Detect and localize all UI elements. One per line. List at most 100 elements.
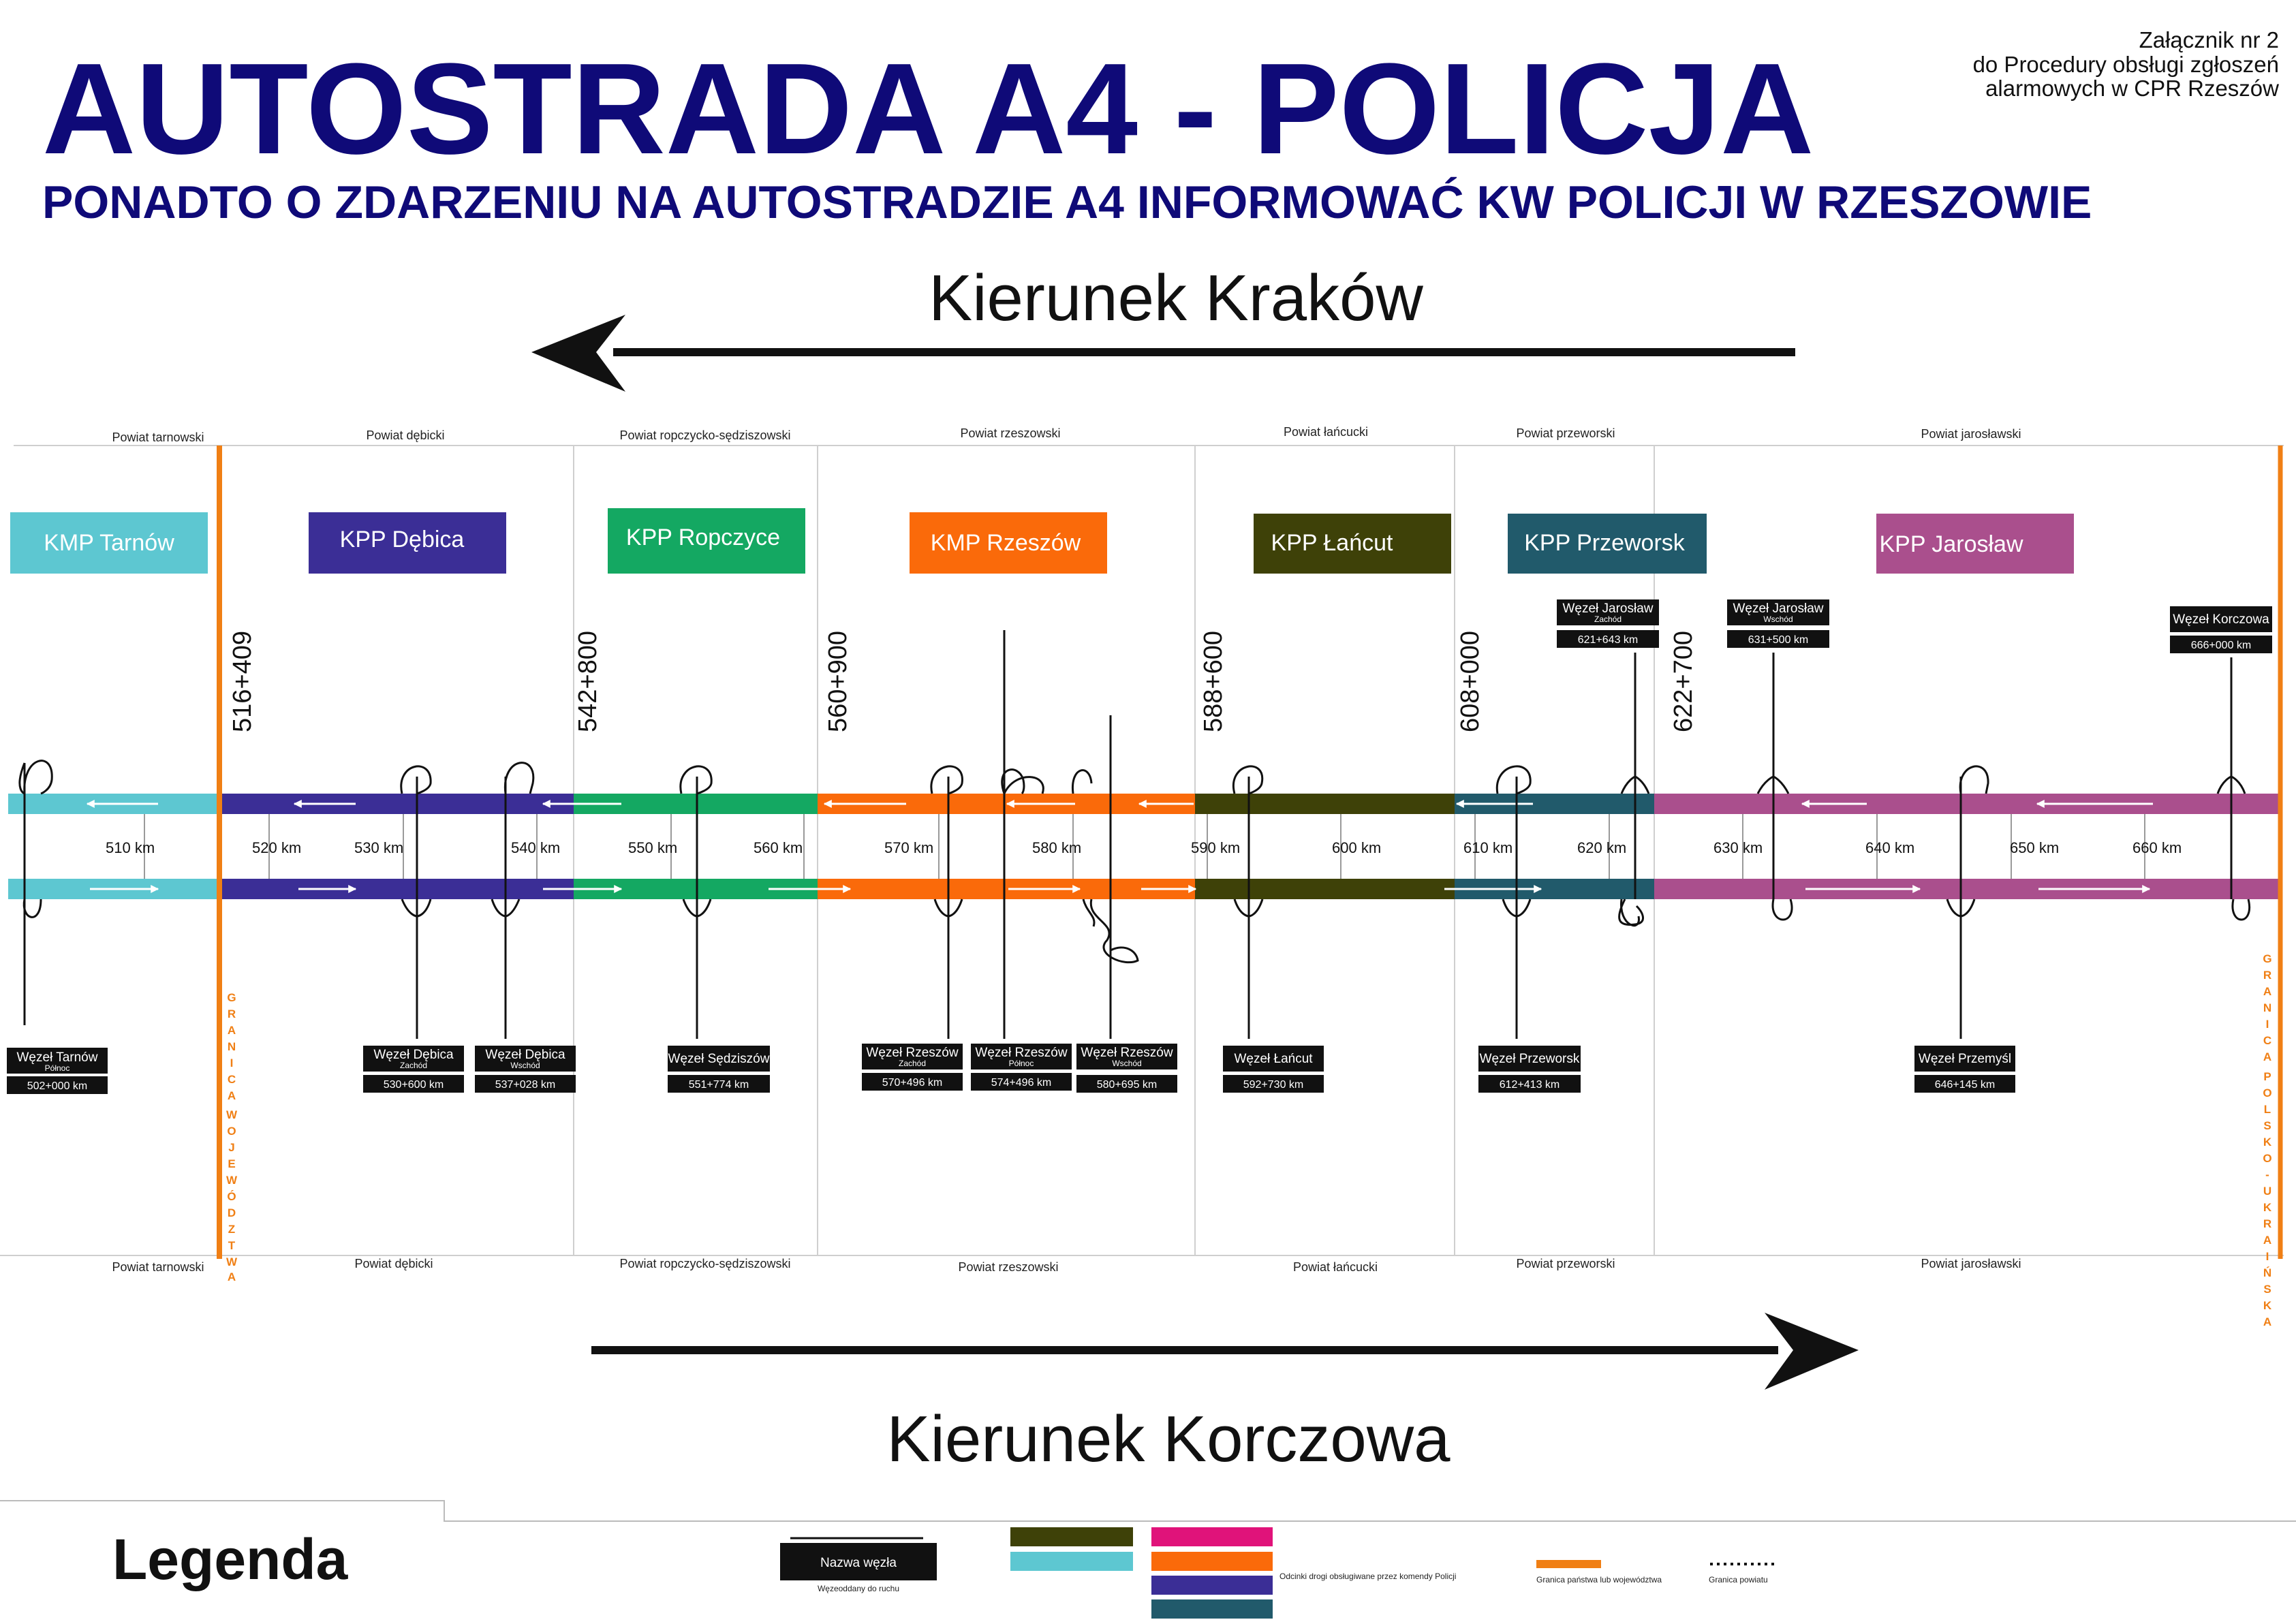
svg-text:Ń: Ń xyxy=(2263,1266,2271,1279)
legend-title: Legenda xyxy=(112,1527,349,1591)
svg-text:631+500 km: 631+500 km xyxy=(1748,634,1809,646)
unit-box-przeworsk: KPP Przeworsk xyxy=(1508,514,1707,574)
svg-text:L: L xyxy=(2264,1103,2271,1116)
boundary-560-900: 560+900 xyxy=(824,631,852,732)
svg-text:G: G xyxy=(2263,952,2271,965)
svg-text:Węzeł Korczowa: Węzeł Korczowa xyxy=(2173,612,2269,627)
svg-text:N: N xyxy=(228,1040,236,1053)
km-marker-630: 630 km xyxy=(1713,839,1763,856)
county-label-debicki-bottom: Powiat dębicki xyxy=(354,1257,433,1270)
county-label-lancucki: Powiat łańcucki xyxy=(1284,425,1368,439)
svg-text:J: J xyxy=(228,1141,234,1154)
node-jaroslaw-zachod: Węzeł Jarosław Zachód 621+643 km xyxy=(1557,599,1659,648)
page-title: AUTOSTRADA A4 - POLICJA xyxy=(42,37,1814,181)
county-label-jaroslawski-bottom: Powiat jarosławski xyxy=(1921,1257,2021,1270)
svg-text:R: R xyxy=(2263,969,2271,982)
direction-west-label: Kierunek Kraków xyxy=(929,262,1423,334)
svg-text:Węzeł Przemyśl: Węzeł Przemyśl xyxy=(1919,1052,2011,1066)
svg-text:W: W xyxy=(226,1174,238,1187)
county-label-rzeszowski: Powiat rzeszowski xyxy=(960,426,1060,440)
svg-text:Węzeł Tarnów: Węzeł Tarnów xyxy=(17,1050,98,1065)
direction-east-label: Kierunek Korczowa xyxy=(886,1403,1450,1475)
node-korczowa: Węzeł Korczowa 666+000 km xyxy=(2170,606,2272,653)
node-debica-wschod: Węzeł Dębica Wschód 537+028 km xyxy=(475,1046,576,1093)
svg-text:A: A xyxy=(2263,1050,2271,1063)
attachment-note-line-2: do Procedury obsługi zgłoszeń xyxy=(1973,52,2279,77)
svg-text:666+000 km: 666+000 km xyxy=(2191,640,2252,651)
county-label-przeworski: Powiat przeworski xyxy=(1516,426,1615,440)
interchange-lines xyxy=(18,630,2251,1039)
node-tarnow-polnoc: Węzeł Tarnów Północ 502+000 km xyxy=(7,1048,108,1094)
svg-text:D: D xyxy=(228,1206,236,1219)
svg-text:I: I xyxy=(230,1057,234,1069)
unit-box-debica: KPP Dębica xyxy=(309,512,506,574)
km-marker-570: 570 km xyxy=(884,839,933,856)
svg-text:P: P xyxy=(2263,1070,2271,1083)
svg-text:I: I xyxy=(2266,1018,2269,1031)
svg-text:E: E xyxy=(228,1157,235,1170)
km-marker-540: 540 km xyxy=(511,839,560,856)
svg-text:T: T xyxy=(228,1239,236,1252)
node-rzeszow-wschod: Węzeł Rzeszów Wschód 580+695 km xyxy=(1076,1044,1177,1093)
svg-text:U: U xyxy=(2263,1185,2271,1198)
county-label-jaroslawski: Powiat jarosławski xyxy=(1921,427,2021,441)
legend-border-caption: Granica państwa lub województwa xyxy=(1536,1575,1662,1584)
node-sedziszow: Węzeł Sędziszów 551+774 km xyxy=(668,1046,770,1093)
legend-segments-caption: Odcinki drogi obsługiwane przez komendy … xyxy=(1279,1572,1456,1581)
km-marker-650: 650 km xyxy=(2010,839,2059,856)
unit-box-lancut: KPP Łańcut xyxy=(1254,514,1451,574)
svg-text:Węzeł Sędziszów: Węzeł Sędziszów xyxy=(668,1052,770,1066)
km-ticks xyxy=(144,814,2145,879)
county-label-tarnowski: Powiat tarnowski xyxy=(112,431,204,444)
svg-text:Węzeł Dębica: Węzeł Dębica xyxy=(373,1048,454,1062)
node-jaroslaw-wschod: Węzeł Jarosław Wschód 631+500 km xyxy=(1727,599,1829,648)
km-marker-640: 640 km xyxy=(1865,839,1914,856)
svg-text:Z: Z xyxy=(228,1223,235,1236)
unit-box-ropczyce: KPP Ropczyce xyxy=(608,508,805,574)
svg-text:KPP Dębica: KPP Dębica xyxy=(340,527,465,552)
svg-text:646+145 km: 646+145 km xyxy=(1935,1079,1996,1091)
svg-text:Północ: Północ xyxy=(45,1063,70,1073)
km-marker-610: 610 km xyxy=(1463,839,1512,856)
voivodeship-border-label: GRA NIC A WOJ EWÓ DZT WA xyxy=(226,991,238,1283)
km-marker-620: 620 km xyxy=(1577,839,1626,856)
unit-box-tarnow: KMP Tarnów xyxy=(10,512,208,574)
km-marker-600: 600 km xyxy=(1332,839,1381,856)
lane-arrows xyxy=(86,800,2153,893)
carriageway-westbound xyxy=(8,794,2279,814)
svg-text:551+774 km: 551+774 km xyxy=(689,1079,749,1091)
svg-text:Zachód: Zachód xyxy=(899,1059,926,1068)
svg-text:A: A xyxy=(228,1024,236,1037)
county-label-przeworski-bottom: Powiat przeworski xyxy=(1516,1257,1615,1270)
km-marker-530: 530 km xyxy=(354,839,403,856)
svg-text:I: I xyxy=(2266,1250,2269,1263)
svg-text:R: R xyxy=(2263,1217,2271,1230)
svg-text:KPP Przeworsk: KPP Przeworsk xyxy=(1524,530,1686,556)
svg-text:N: N xyxy=(2263,1001,2271,1014)
svg-text:530+600 km: 530+600 km xyxy=(384,1079,444,1091)
svg-text:502+000 km: 502+000 km xyxy=(27,1080,88,1092)
svg-text:Węzeł Dębica: Węzeł Dębica xyxy=(485,1048,565,1062)
svg-text:537+028 km: 537+028 km xyxy=(495,1079,556,1091)
svg-text:S: S xyxy=(2263,1283,2271,1296)
boundary-588-600: 588+600 xyxy=(1199,631,1228,732)
unit-box-rzeszow: KMP Rzeszów xyxy=(910,512,1107,574)
county-label-ropczycki-bottom: Powiat ropczycko-sędziszowski xyxy=(619,1257,790,1270)
county-label-lancucki-bottom: Powiat łańcucki xyxy=(1293,1260,1378,1274)
direction-east-arrow xyxy=(591,1313,1859,1390)
svg-text:KPP Łańcut: KPP Łańcut xyxy=(1271,530,1394,556)
svg-text:KPP Ropczyce: KPP Ropczyce xyxy=(626,525,780,550)
svg-text:K: K xyxy=(2263,1299,2272,1312)
node-rzeszow-zachod: Węzeł Rzeszów Zachód 570+496 km xyxy=(862,1044,963,1091)
svg-text:K: K xyxy=(2263,1136,2272,1149)
node-przemysl: Węzeł Przemyśl 646+145 km xyxy=(1914,1046,2015,1093)
svg-text:O: O xyxy=(227,1125,236,1138)
svg-text:A: A xyxy=(2263,1315,2271,1328)
county-label-rzeszowski-bottom: Powiat rzeszowski xyxy=(958,1260,1058,1274)
svg-text:-: - xyxy=(2265,1168,2269,1181)
county-label-tarnowski-bottom: Powiat tarnowski xyxy=(112,1260,204,1274)
km-marker-580: 580 km xyxy=(1032,839,1081,856)
svg-text:Węzeł Jarosław: Węzeł Jarosław xyxy=(1562,602,1653,616)
svg-text:Północ: Północ xyxy=(1009,1059,1034,1068)
attachment-note-line-3: alarmowych w CPR Rzeszów xyxy=(1985,76,2279,101)
